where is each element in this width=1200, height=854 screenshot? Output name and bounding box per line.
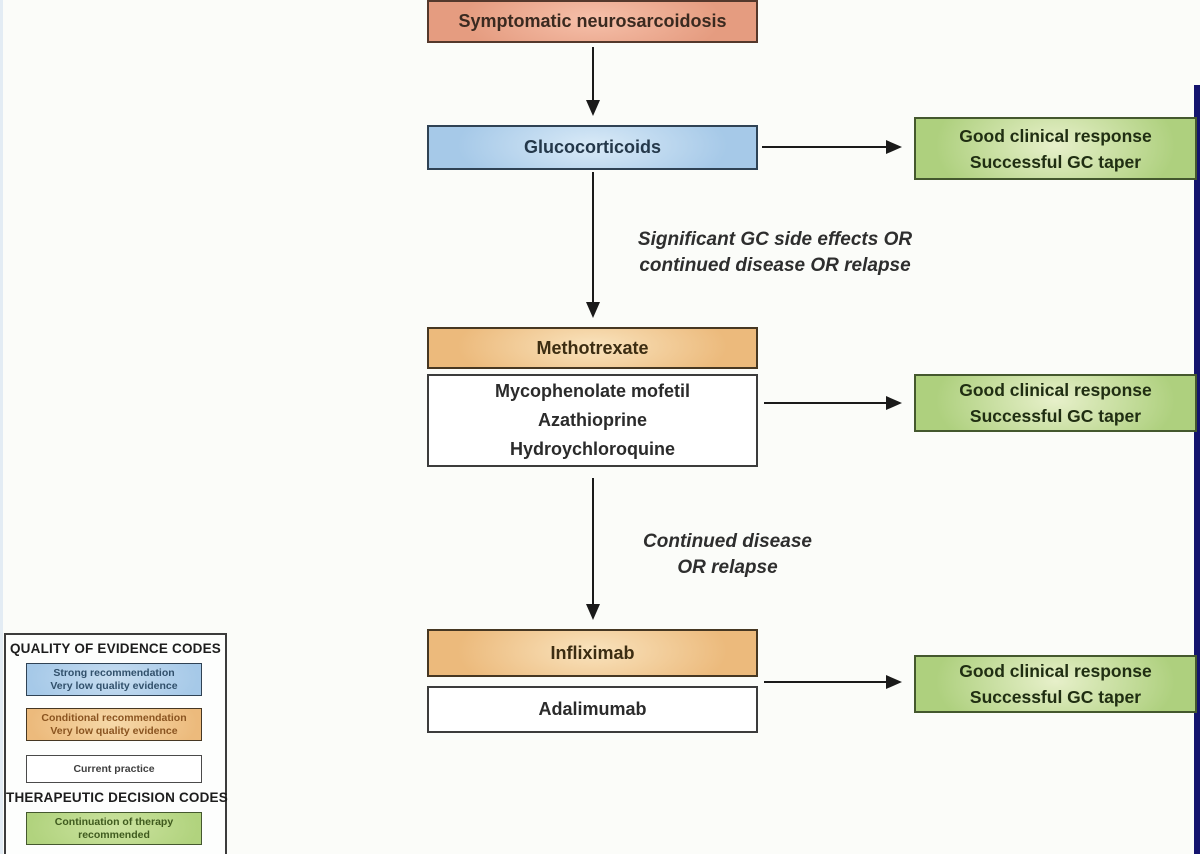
edge-label-gc-failure: Significant GC side effects OR continued… (610, 227, 940, 279)
node-glucocorticoids: Glucocorticoids (427, 125, 758, 170)
legend-item-line: recommended (78, 828, 150, 841)
node-methotrexate: Methotrexate (427, 327, 758, 369)
left-edge-stripe (0, 0, 3, 854)
alternative-agent: Azathioprine (537, 410, 647, 430)
legend-quality-heading: QUALITY OF EVIDENCE CODES (9, 641, 222, 656)
outcome-line: Good clinical response (959, 125, 1152, 146)
edge-label-mtx-failure: Continued disease OR relapse (600, 529, 855, 581)
legend-item-conditional-recommendation: Conditional recommendation Very low qual… (26, 708, 202, 741)
outcome-good-response-3: Good clinical response Successful GC tap… (914, 655, 1197, 713)
outcome-good-response-2: Good clinical response Successful GC tap… (914, 374, 1197, 432)
legend-item-line: Continuation of therapy (54, 815, 174, 828)
legend-item-current-practice: Current practice (26, 755, 202, 783)
alternative-agent: Mycophenolate mofetil (494, 381, 691, 401)
edge-label-line: continued disease OR relapse (639, 255, 911, 276)
outcome-line: Good clinical response (959, 661, 1152, 681)
outcome-line: Successful GC taper (969, 151, 1142, 172)
outcome-line: Good clinical response (959, 380, 1152, 400)
alternative-agent: Hydroychloroquine (509, 439, 675, 459)
node-label: Symptomatic neurosarcoidosis (458, 11, 727, 31)
legend-decision-heading: THERAPEUTIC DECISION CODES (6, 790, 228, 805)
legend-item-line: Very low quality evidence (50, 724, 178, 737)
node-infliximab: Infliximab (427, 629, 758, 677)
node-adalimumab: Adalimumab (427, 686, 758, 733)
node-label: Methotrexate (536, 337, 649, 358)
edge-label-line: Continued disease (643, 531, 812, 552)
node-alternative-agents: Mycophenolate mofetil Azathioprine Hydro… (427, 374, 758, 467)
legend-item-line: Very low quality evidence (50, 679, 178, 692)
legend-item-line: Conditional recommendation (41, 711, 187, 724)
legend-item-strong-recommendation: Strong recommendation Very low quality e… (26, 663, 202, 696)
edge-label-line: Significant GC side effects OR (637, 229, 913, 250)
node-label: Adalimumab (538, 699, 647, 719)
node-label: Glucocorticoids (523, 137, 662, 157)
outcome-line: Successful GC taper (969, 687, 1142, 707)
edge-label-line: OR relapse (677, 557, 778, 578)
legend-item-line: Strong recommendation (53, 666, 175, 679)
node-symptomatic-neurosarcoidosis: Symptomatic neurosarcoidosis (427, 0, 758, 43)
outcome-good-response-1: Good clinical response Successful GC tap… (914, 117, 1197, 180)
legend-panel: QUALITY OF EVIDENCE CODES Strong recomme… (4, 633, 228, 854)
outcome-line: Successful GC taper (969, 406, 1142, 426)
right-edge-stripe (1194, 85, 1200, 854)
legend-item-continuation-of-therapy: Continuation of therapy recommended (26, 812, 202, 845)
node-label: Infliximab (550, 642, 635, 663)
legend-item-line: Current practice (73, 762, 155, 775)
